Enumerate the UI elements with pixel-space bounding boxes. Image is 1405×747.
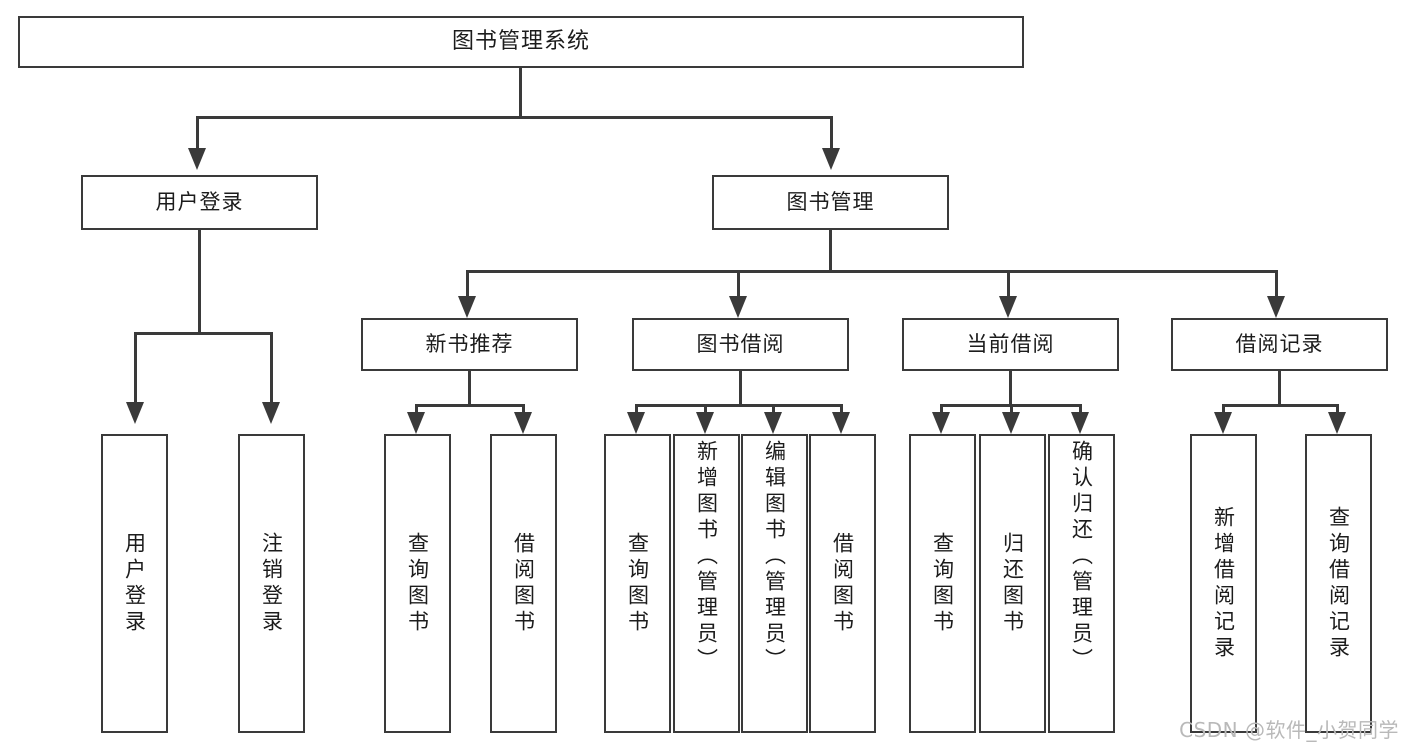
connector-br-to-leaf2 xyxy=(1336,404,1339,416)
arrowhead-root-to-book-management xyxy=(822,148,840,170)
arrowhead-nbr-to-leaf1 xyxy=(407,412,425,434)
connector-bm-to-book-borrow xyxy=(737,270,740,298)
node-label: 新增图书（管理员） xyxy=(694,440,719,674)
node-leaf-borrow-book-2[interactable]: 借阅图书 xyxy=(809,434,876,733)
node-leaf-user-logout[interactable]: 注销登录 xyxy=(238,434,305,733)
node-leaf-add-record[interactable]: 新增借阅记录 xyxy=(1190,434,1257,733)
node-leaf-query-book-3[interactable]: 查询图书 xyxy=(909,434,976,733)
connector-bb-to-leaf3 xyxy=(772,404,775,416)
connector-nbr-bus xyxy=(415,404,525,407)
node-leaf-add-book[interactable]: 新增图书（管理员） xyxy=(673,434,740,733)
connector-cb-stem xyxy=(1009,371,1012,407)
arrowhead-br-to-leaf1 xyxy=(1214,412,1232,434)
connector-bb-to-leaf1 xyxy=(635,404,638,416)
connector-bb-bus xyxy=(635,404,843,407)
node-label: 用户登录 xyxy=(155,189,244,214)
connector-book-management-bus xyxy=(466,270,1278,273)
node-leaf-borrow-book-1[interactable]: 借阅图书 xyxy=(490,434,557,733)
connector-br-stem xyxy=(1278,371,1281,407)
node-borrow-record[interactable]: 借阅记录 xyxy=(1171,318,1388,371)
node-label: 图书管理系统 xyxy=(451,28,590,54)
arrowhead-bm-to-new-book-recommend xyxy=(458,296,476,318)
node-label: 查询图书 xyxy=(405,531,430,636)
node-label: 查询图书 xyxy=(930,531,955,636)
arrowhead-root-to-user-login xyxy=(188,148,206,170)
node-label: 编辑图书（管理员） xyxy=(762,440,787,674)
arrowhead-cb-to-leaf2 xyxy=(1002,412,1020,434)
node-label: 当前借阅 xyxy=(966,331,1055,356)
connector-cb-to-leaf3 xyxy=(1079,404,1082,416)
arrowhead-bm-to-book-borrow xyxy=(729,296,747,318)
node-label: 借阅图书 xyxy=(830,531,855,636)
arrowhead-bm-to-borrow-record xyxy=(1267,296,1285,318)
node-label: 新增借阅记录 xyxy=(1211,505,1236,662)
connector-root-to-book-management xyxy=(830,116,833,151)
arrowhead-br-to-leaf2 xyxy=(1328,412,1346,434)
node-leaf-edit-book[interactable]: 编辑图书（管理员） xyxy=(741,434,808,733)
connector-cb-to-leaf2 xyxy=(1010,404,1013,416)
arrowhead-user-login-to-leaf2 xyxy=(262,402,280,424)
node-book-borrow[interactable]: 图书借阅 xyxy=(632,318,849,371)
node-label: 借阅图书 xyxy=(511,531,536,636)
connector-bm-to-new-book-recommend xyxy=(466,270,469,298)
connector-nbr-to-leaf1 xyxy=(415,404,418,416)
connector-br-to-leaf1 xyxy=(1222,404,1225,416)
arrowhead-bb-to-leaf4 xyxy=(832,412,850,434)
node-label: 新书推荐 xyxy=(425,331,514,356)
node-current-borrow[interactable]: 当前借阅 xyxy=(902,318,1119,371)
connector-root-to-user-login xyxy=(196,116,199,151)
watermark-text: CSDN @软件_小贺同学 xyxy=(1179,718,1399,742)
connector-book-management-stem xyxy=(829,230,832,272)
arrowhead-user-login-to-leaf1 xyxy=(126,402,144,424)
connector-user-login-to-leaf2 xyxy=(270,332,273,404)
connector-cb-to-leaf1 xyxy=(940,404,943,416)
arrowhead-cb-to-leaf3 xyxy=(1071,412,1089,434)
arrowhead-bb-to-leaf1 xyxy=(627,412,645,434)
connector-bb-stem xyxy=(739,371,742,407)
node-leaf-confirm-return[interactable]: 确认归还（管理员） xyxy=(1048,434,1115,733)
arrowhead-bb-to-leaf3 xyxy=(764,412,782,434)
connector-bm-to-borrow-record xyxy=(1275,270,1278,298)
node-book-management[interactable]: 图书管理 xyxy=(712,175,949,230)
connector-br-bus xyxy=(1222,404,1339,407)
node-label: 查询图书 xyxy=(625,531,650,636)
arrowhead-bm-to-current-borrow xyxy=(999,296,1017,318)
node-label: 图书借阅 xyxy=(696,331,785,356)
connector-user-login-stem xyxy=(198,230,201,334)
connector-nbr-to-leaf2 xyxy=(522,404,525,416)
connector-bb-to-leaf4 xyxy=(840,404,843,416)
node-leaf-query-record[interactable]: 查询借阅记录 xyxy=(1305,434,1372,733)
connector-user-login-to-leaf1 xyxy=(134,332,137,404)
connector-nbr-stem xyxy=(468,371,471,407)
node-root-book-management-system[interactable]: 图书管理系统 xyxy=(18,16,1024,68)
node-leaf-query-book-2[interactable]: 查询图书 xyxy=(604,434,671,733)
node-label: 确认归还（管理员） xyxy=(1069,440,1094,674)
node-label: 归还图书 xyxy=(1000,531,1025,636)
arrowhead-nbr-to-leaf2 xyxy=(514,412,532,434)
connector-bb-to-leaf2 xyxy=(704,404,707,416)
connector-root-stem xyxy=(519,68,522,116)
node-user-login[interactable]: 用户登录 xyxy=(81,175,318,230)
node-leaf-user-login[interactable]: 用户登录 xyxy=(101,434,168,733)
connector-user-login-bus xyxy=(134,332,273,335)
node-label: 注销登录 xyxy=(259,531,284,636)
node-label: 借阅记录 xyxy=(1235,331,1324,356)
connector-bm-to-current-borrow xyxy=(1007,270,1010,298)
node-leaf-query-book-1[interactable]: 查询图书 xyxy=(384,434,451,733)
node-label: 图书管理 xyxy=(786,189,875,214)
arrowhead-cb-to-leaf1 xyxy=(932,412,950,434)
arrowhead-bb-to-leaf2 xyxy=(696,412,714,434)
node-new-book-recommend[interactable]: 新书推荐 xyxy=(361,318,578,371)
node-label: 查询借阅记录 xyxy=(1326,505,1351,662)
connector-root-bus xyxy=(196,116,833,119)
node-label: 用户登录 xyxy=(122,531,147,636)
node-leaf-return-book[interactable]: 归还图书 xyxy=(979,434,1046,733)
